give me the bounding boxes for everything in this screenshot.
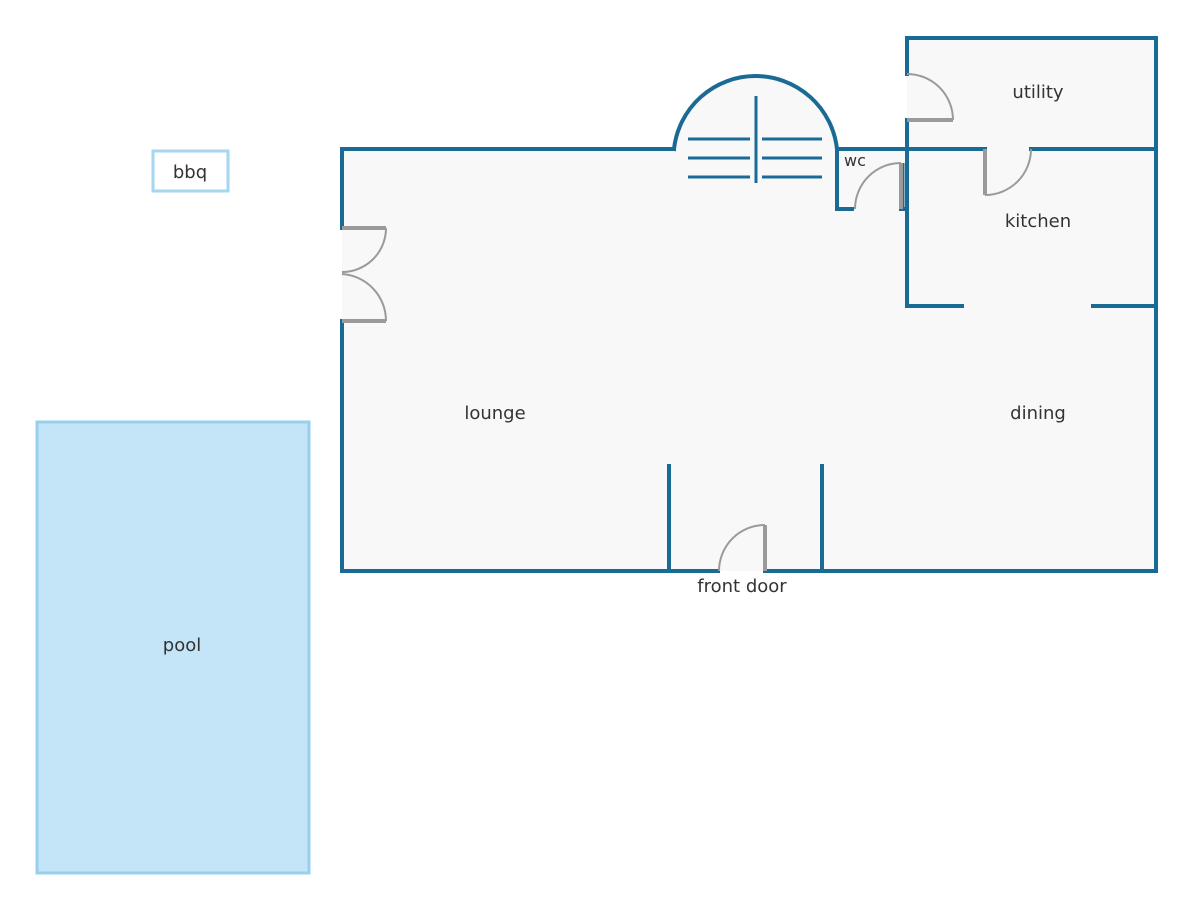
pool [35, 420, 311, 875]
doors [341, 73, 1032, 572]
stairs [688, 96, 822, 183]
bbq-label: bbq [173, 162, 207, 183]
house-floor [342, 38, 1156, 571]
bbq [151, 149, 230, 193]
front-door [718, 524, 767, 572]
walls [340, 36, 1158, 573]
wc-door [854, 162, 903, 210]
lounge-side-doors [341, 226, 388, 323]
wall-stair-bay [671, 74, 840, 152]
utility-door [906, 73, 954, 122]
utility-label: utility [1012, 82, 1064, 103]
lounge-label: lounge [464, 403, 525, 424]
dining-label: dining [1010, 403, 1066, 424]
front-door-label: front door [697, 576, 787, 597]
wc-label: wc [844, 151, 866, 170]
kitchen-door [983, 148, 1032, 196]
kitchen-label: kitchen [1005, 211, 1071, 232]
pool-label: pool [163, 635, 201, 656]
